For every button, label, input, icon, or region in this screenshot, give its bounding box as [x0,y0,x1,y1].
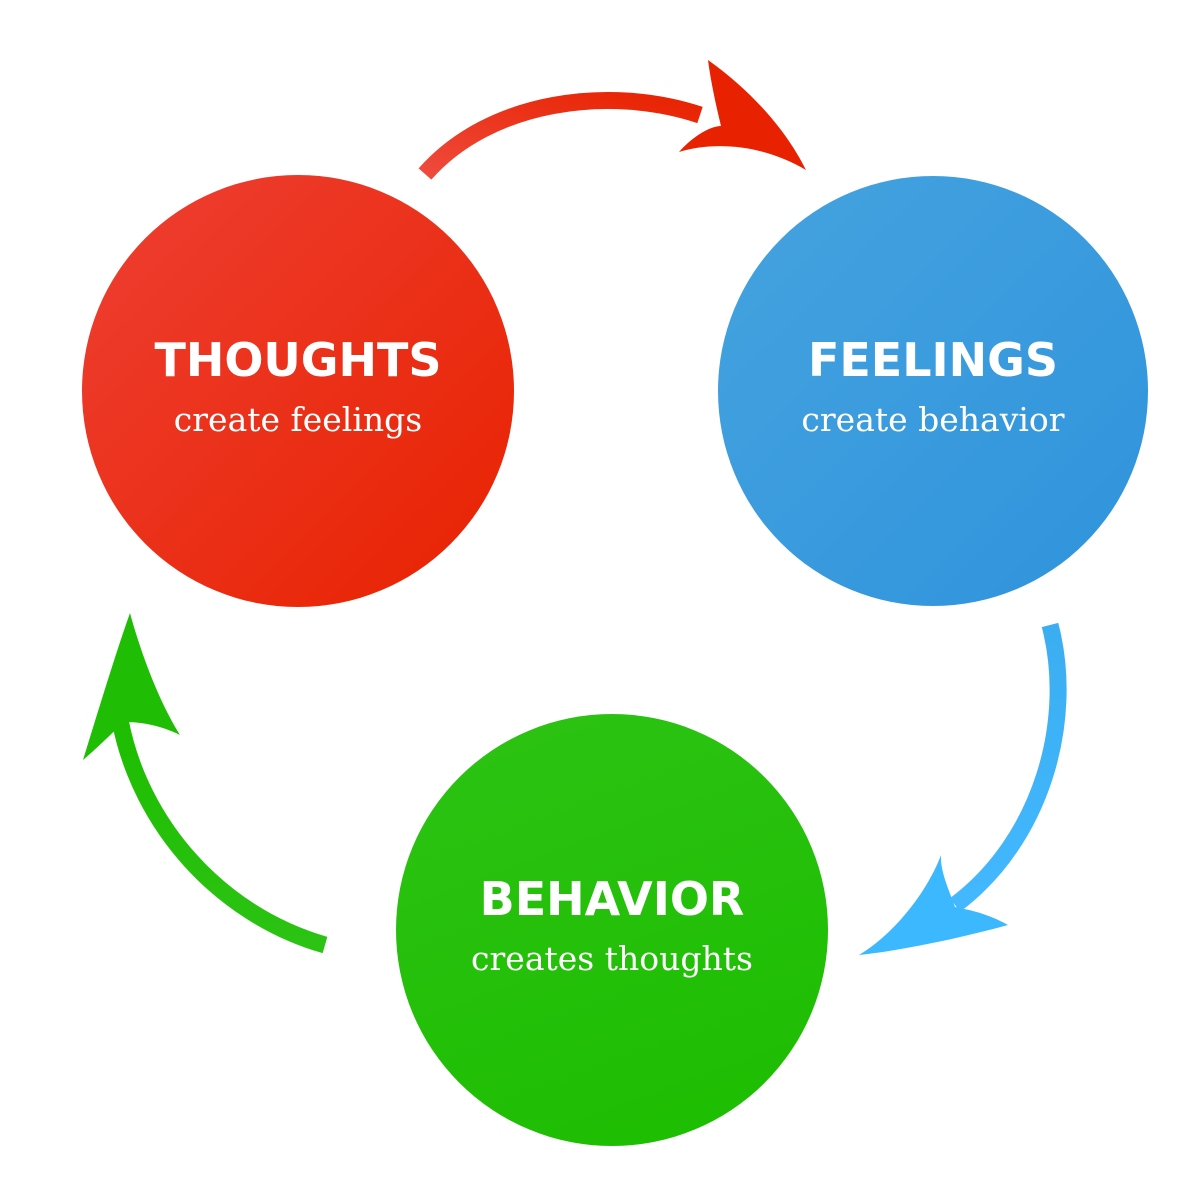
arrowhead-icon [83,613,180,760]
node-feelings: FEELINGS create behavior [718,176,1148,606]
arrowhead-icon [859,855,1008,955]
node-subtitle: creates thoughts [471,938,753,978]
node-title: FEELINGS [807,332,1059,387]
node-title: THOUGHTS [154,332,442,387]
arrowhead-icon [679,60,806,170]
node-subtitle: create behavior [801,399,1065,439]
node-thoughts: THOUGHTS create feelings [82,175,514,607]
node-subtitle: create feelings [173,399,423,439]
arrow-shaft [949,622,1067,912]
arrow-thoughts-to-feelings [418,60,806,180]
arrow-behavior-to-thoughts [83,613,328,954]
node-behavior: BEHAVIOR creates thoughts [396,714,828,1146]
arrow-shaft [111,718,328,954]
node-title: BEHAVIOR [479,871,745,926]
arrow-shaft [418,92,703,180]
arrow-feelings-to-behavior [859,622,1067,955]
